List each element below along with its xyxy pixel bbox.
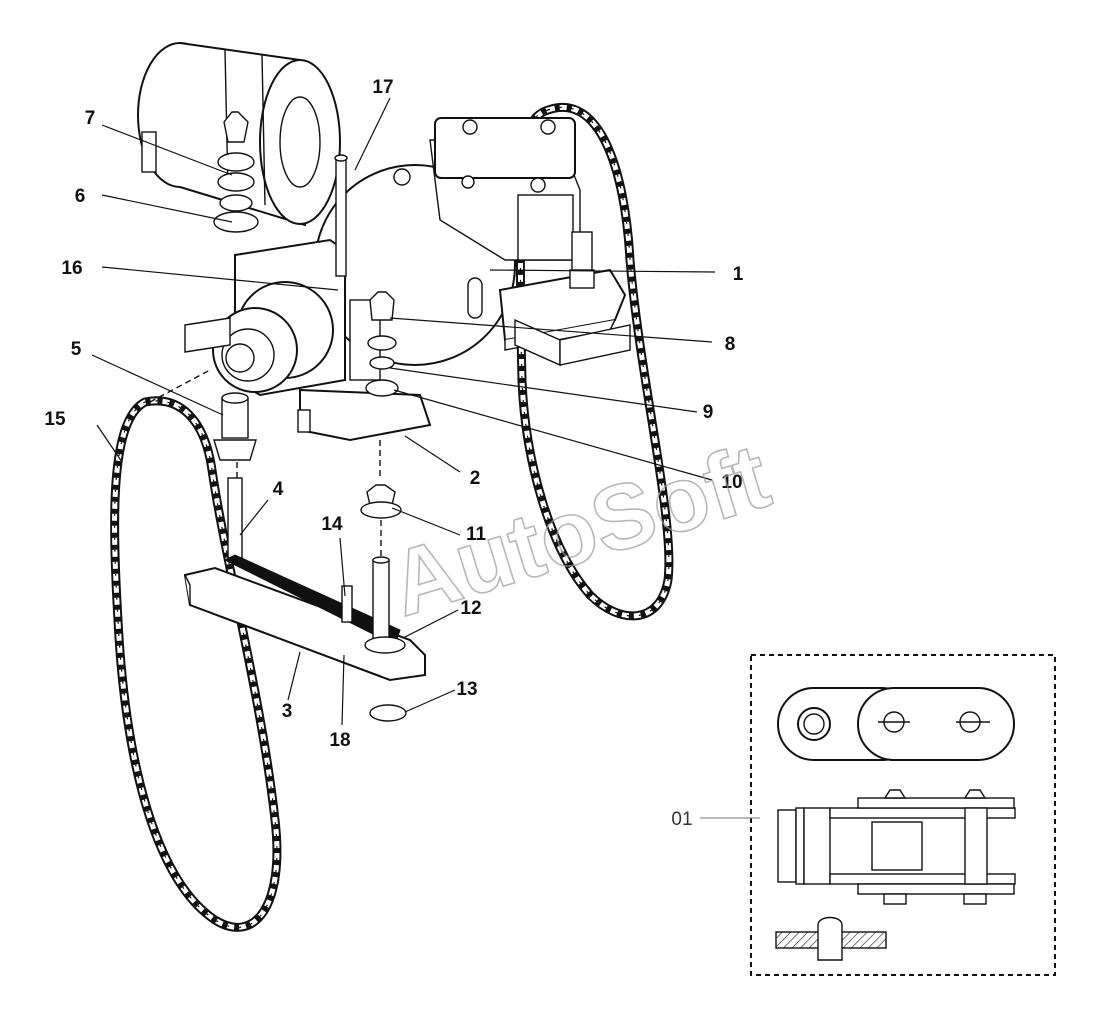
detail-inset	[750, 654, 1056, 976]
callout-16: 16	[61, 258, 82, 279]
nut-11	[360, 440, 402, 519]
right-bracket	[498, 231, 631, 367]
callout-8: 8	[725, 334, 736, 355]
left-chain-loop	[110, 396, 282, 932]
lower-bracket	[183, 554, 426, 682]
washer-stack	[365, 291, 399, 397]
gearbox-block	[184, 238, 432, 442]
callout-12: 12	[460, 598, 481, 619]
callout-18: 18	[329, 730, 350, 751]
callout-11: 11	[466, 524, 487, 545]
callout-15: 15	[44, 409, 66, 430]
callout-labels: 17 7 6 16 1 8 5 9 15 2 10 4 11 14 12 13 …	[44, 77, 743, 751]
callout-9: 9	[703, 402, 714, 423]
ring-13	[369, 704, 407, 722]
callout-17: 17	[372, 77, 393, 98]
rod-17	[334, 154, 348, 277]
callout-1: 1	[733, 264, 744, 285]
callout-5: 5	[71, 339, 82, 360]
callout-14: 14	[321, 514, 343, 535]
callout-10: 10	[721, 472, 742, 493]
callout-2: 2	[470, 468, 481, 489]
watermark-text: AutoSoft	[379, 425, 780, 636]
callout-13: 13	[456, 679, 477, 700]
callout-4: 4	[273, 479, 284, 500]
detail-callout-01: 01	[671, 809, 692, 830]
screw-stack-top-left	[213, 111, 259, 233]
callout-3: 3	[282, 701, 293, 722]
callout-6: 6	[75, 186, 86, 207]
main-housing	[314, 117, 581, 366]
leader-lines	[91, 97, 716, 726]
shaft-12	[364, 520, 406, 654]
callout-7: 7	[85, 108, 96, 129]
